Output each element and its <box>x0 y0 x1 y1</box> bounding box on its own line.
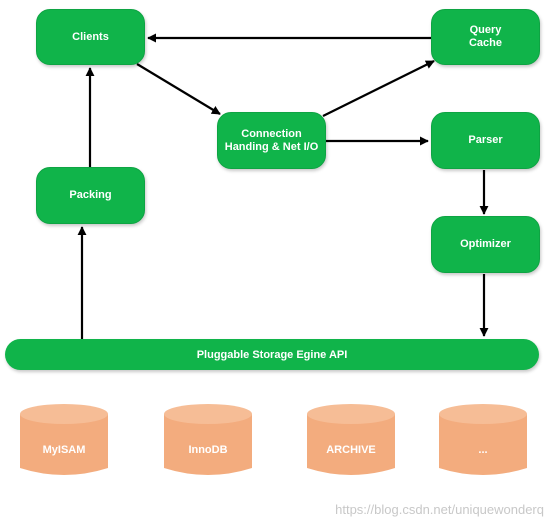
node-clients-label: Clients <box>72 30 109 43</box>
storage-engine-api-bar: Pluggable Storage Egine API <box>5 339 539 370</box>
engine-more-label: ... <box>478 444 488 456</box>
node-packing: Packing <box>36 167 145 224</box>
node-query-cache-label: Query Cache <box>468 24 503 49</box>
node-connection-label: Connection Handing & Net I/O <box>224 127 319 153</box>
node-packing-label: Packing <box>69 189 112 201</box>
node-clients: Clients <box>36 9 145 65</box>
node-connection: Connection Handing & Net I/O <box>217 112 326 169</box>
node-query-cache: Query Cache <box>431 9 540 65</box>
node-parser: Parser <box>431 112 540 169</box>
node-optimizer-label: Optimizer <box>460 238 511 250</box>
engine-myisam-cylinder <box>20 404 108 475</box>
engine-myisam-label: MyISAM <box>42 444 86 456</box>
node-parser-label: Parser <box>468 134 503 146</box>
arrow-connection-to-querycache <box>322 60 435 117</box>
engine-archive-label: ARCHIVE <box>326 444 376 456</box>
watermark-text: https://blog.csdn.net/uniquewonderq <box>335 502 544 517</box>
engine-archive-cylinder <box>307 404 395 475</box>
engine-more-cylinder <box>439 404 527 475</box>
engine-innodb-label: InnoDB <box>188 444 228 456</box>
engine-innodb-cylinder <box>164 404 252 475</box>
node-optimizer: Optimizer <box>431 216 540 273</box>
arrow-clients-to-connection <box>136 63 221 115</box>
storage-engine-api-label: Pluggable Storage Egine API <box>196 348 348 361</box>
